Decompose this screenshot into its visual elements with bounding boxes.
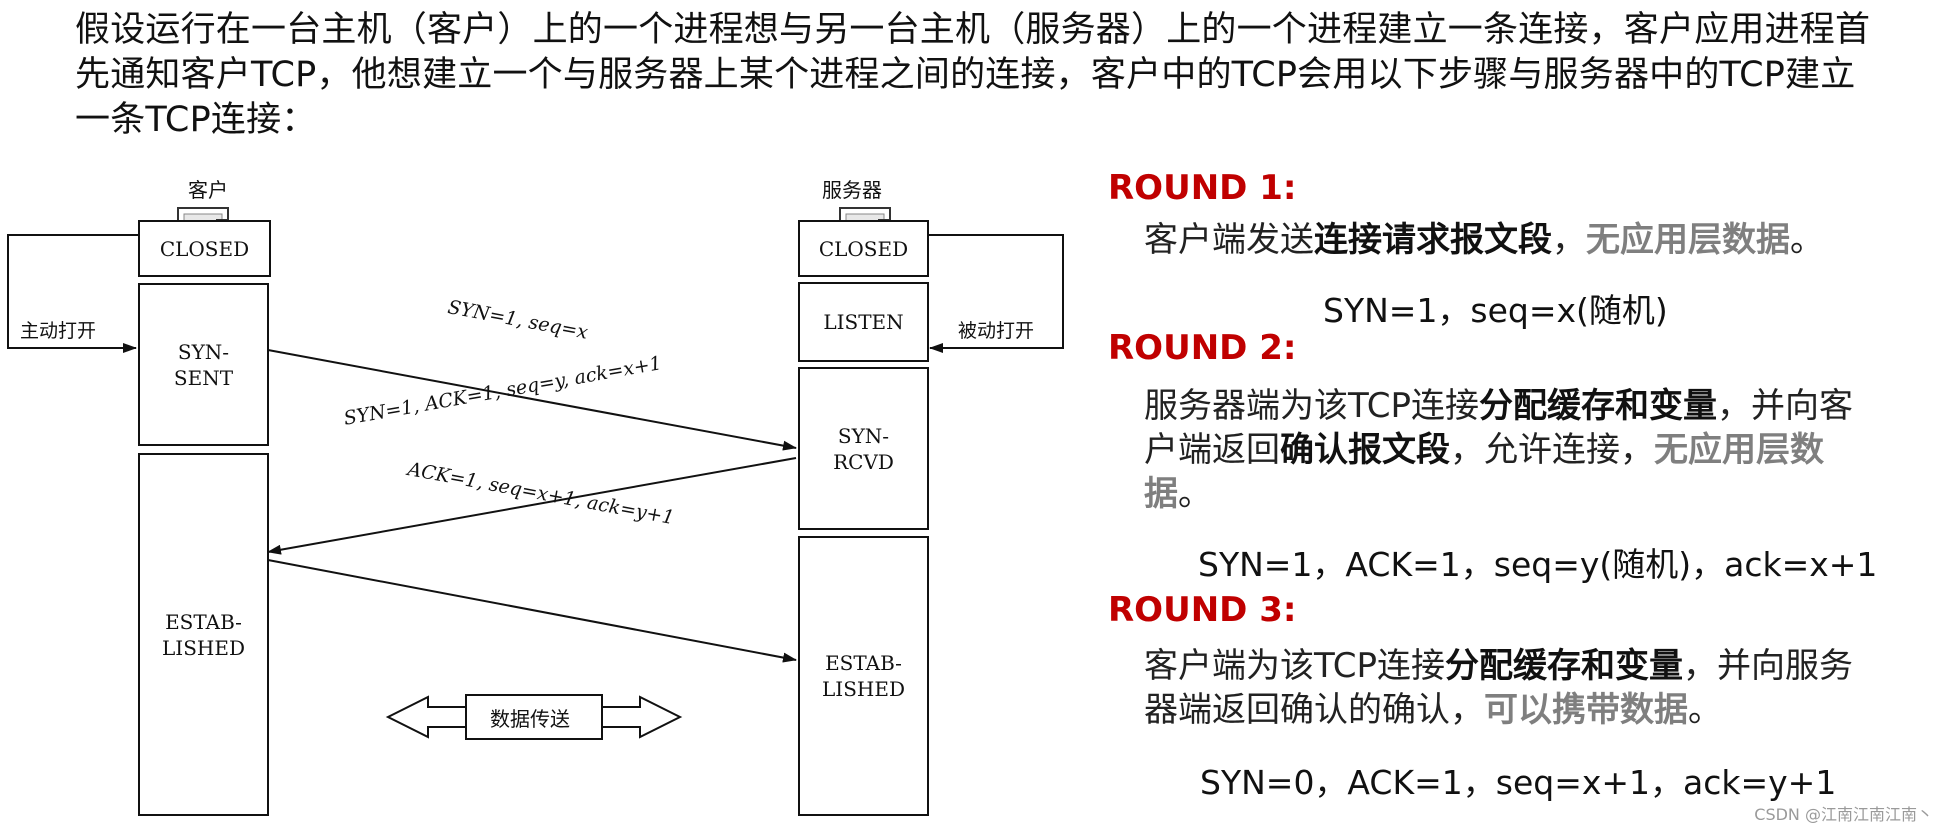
active-open-label: 主动打开 xyxy=(20,320,97,342)
passive-open-line xyxy=(892,234,1064,353)
server-state-listen: LISTEN xyxy=(798,282,929,362)
client-label: 客户 xyxy=(188,178,228,202)
client-state-established: ESTAB- LISHED xyxy=(138,453,269,816)
server-state-closed: CLOSED xyxy=(798,220,929,277)
tcp-handshake-diagram: 客户 服务器 A B 主动打开 被动打开 CLOSED SYN- SENT ES… xyxy=(0,160,1075,830)
server-state-established: ESTAB- LISHED xyxy=(798,536,929,816)
syn-ack-arrow xyxy=(267,457,797,555)
round-2-title: ROUND 2: xyxy=(1108,328,1297,368)
passive-open-label: 被动打开 xyxy=(958,320,1035,342)
round-1-title: ROUND 1: xyxy=(1108,168,1297,208)
round-3-title: ROUND 3: xyxy=(1108,590,1297,630)
watermark: CSDN @江南江南江南丶 xyxy=(1754,805,1933,824)
round-3-text: 客户端为该TCP连接分配缓存和变量，并向服务器端返回确认的确认，可以携带数据。 xyxy=(1144,646,1854,730)
server-state-syn-rcvd: SYN- RCVD xyxy=(798,367,929,530)
data-transfer-arrow xyxy=(385,694,683,740)
round-1-formula: SYN=1，seq=x(随机) xyxy=(1323,291,1668,330)
round-2-text: 服务器端为该TCP连接分配缓存和变量，并向客户端返回确认报文段，允许连接，无应用… xyxy=(1144,386,1854,514)
rounds-panel: ROUND 1: 客户端发送连接请求报文段，无应用层数据。 SYN=1，seq=… xyxy=(1108,160,1938,820)
ack-arrow xyxy=(267,559,797,663)
client-state-closed: CLOSED xyxy=(138,220,271,277)
round-2-formula: SYN=1，ACK=1，seq=y(随机)，ack=x+1 xyxy=(1198,545,1878,584)
intro-paragraph: 假设运行在一台主机（客户）上的一个进程想与另一台主机（服务器）上的一个进程建立一… xyxy=(75,10,1871,140)
round-1-text: 客户端发送连接请求报文段，无应用层数据。 xyxy=(1144,220,1824,260)
round-3-formula: SYN=0，ACK=1，seq=x+1，ack=y+1 xyxy=(1200,763,1837,802)
data-transfer-label: 数据传送 xyxy=(490,707,570,731)
server-label: 服务器 xyxy=(822,178,882,202)
syn-arrow xyxy=(267,349,797,451)
client-state-syn-sent: SYN- SENT xyxy=(138,283,269,446)
